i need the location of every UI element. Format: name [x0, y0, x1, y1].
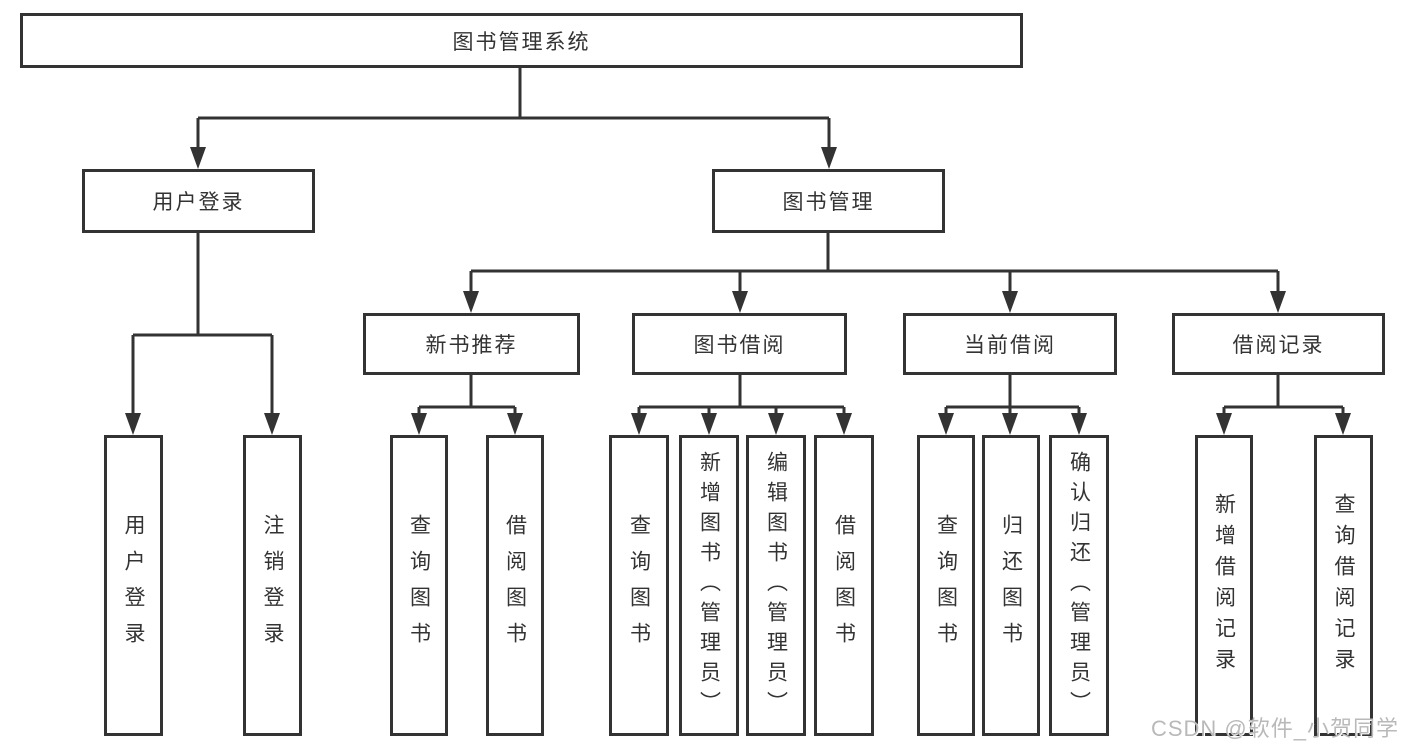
leaf-query-books-current: 查询图书 — [917, 435, 975, 736]
leaf-edit-books-admin: 编辑图书（管理员） — [746, 435, 806, 736]
node-current-borrow: 当前借阅 — [903, 313, 1117, 375]
node-book-borrow: 图书借阅 — [632, 313, 847, 375]
leaf-return-books: 归还图书 — [982, 435, 1040, 736]
node-user-login: 用户登录 — [82, 169, 315, 233]
node-book-management: 图书管理 — [712, 169, 945, 233]
leaf-confirm-return-admin: 确认归还（管理员） — [1049, 435, 1109, 736]
watermark: CSDN @软件_小贺同学 — [1150, 716, 1399, 741]
leaf-add-borrow-record: 新增借阅记录 — [1195, 435, 1253, 736]
node-borrow-records: 借阅记录 — [1172, 313, 1385, 375]
leaf-query-borrow-record: 查询借阅记录 — [1314, 435, 1373, 736]
leaf-query-books-recommend: 查询图书 — [390, 435, 448, 736]
leaf-query-books-borrow: 查询图书 — [609, 435, 669, 736]
leaf-logout-login: 注销登录 — [243, 435, 302, 736]
leaf-add-books-admin: 新增图书（管理员） — [679, 435, 739, 736]
node-library-system: 图书管理系统 — [20, 13, 1023, 68]
leaf-borrow-books-borrow: 借阅图书 — [814, 435, 874, 736]
leaf-user-login: 用户登录 — [104, 435, 163, 736]
node-new-book-recommend: 新书推荐 — [363, 313, 580, 375]
leaf-borrow-books-recommend: 借阅图书 — [486, 435, 544, 736]
